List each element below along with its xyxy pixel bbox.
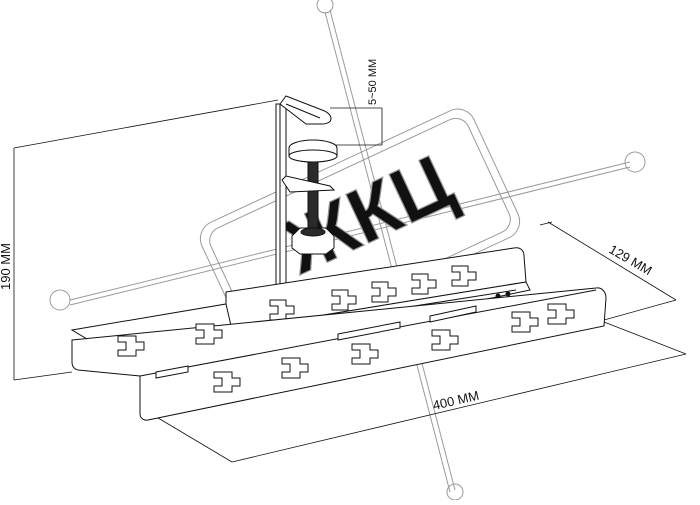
- clamp-range-label: 5~50 MM: [367, 59, 379, 105]
- clamp-screw-assembly: [281, 139, 338, 255]
- back-wall-slots: [269, 265, 477, 321]
- height-dimension: [13, 99, 279, 381]
- height-label: 190 MM: [0, 243, 13, 290]
- watermark-logo: ЖКЦ: [49, 0, 646, 501]
- depth-dimension: [539, 221, 677, 321]
- front-wall-inner-slots: [155, 305, 477, 379]
- front-wall-slots: [117, 303, 575, 393]
- top-clamp-plate: [279, 95, 332, 125]
- clamp-range-dimension: [330, 107, 383, 146]
- width-dimension: [147, 321, 687, 463]
